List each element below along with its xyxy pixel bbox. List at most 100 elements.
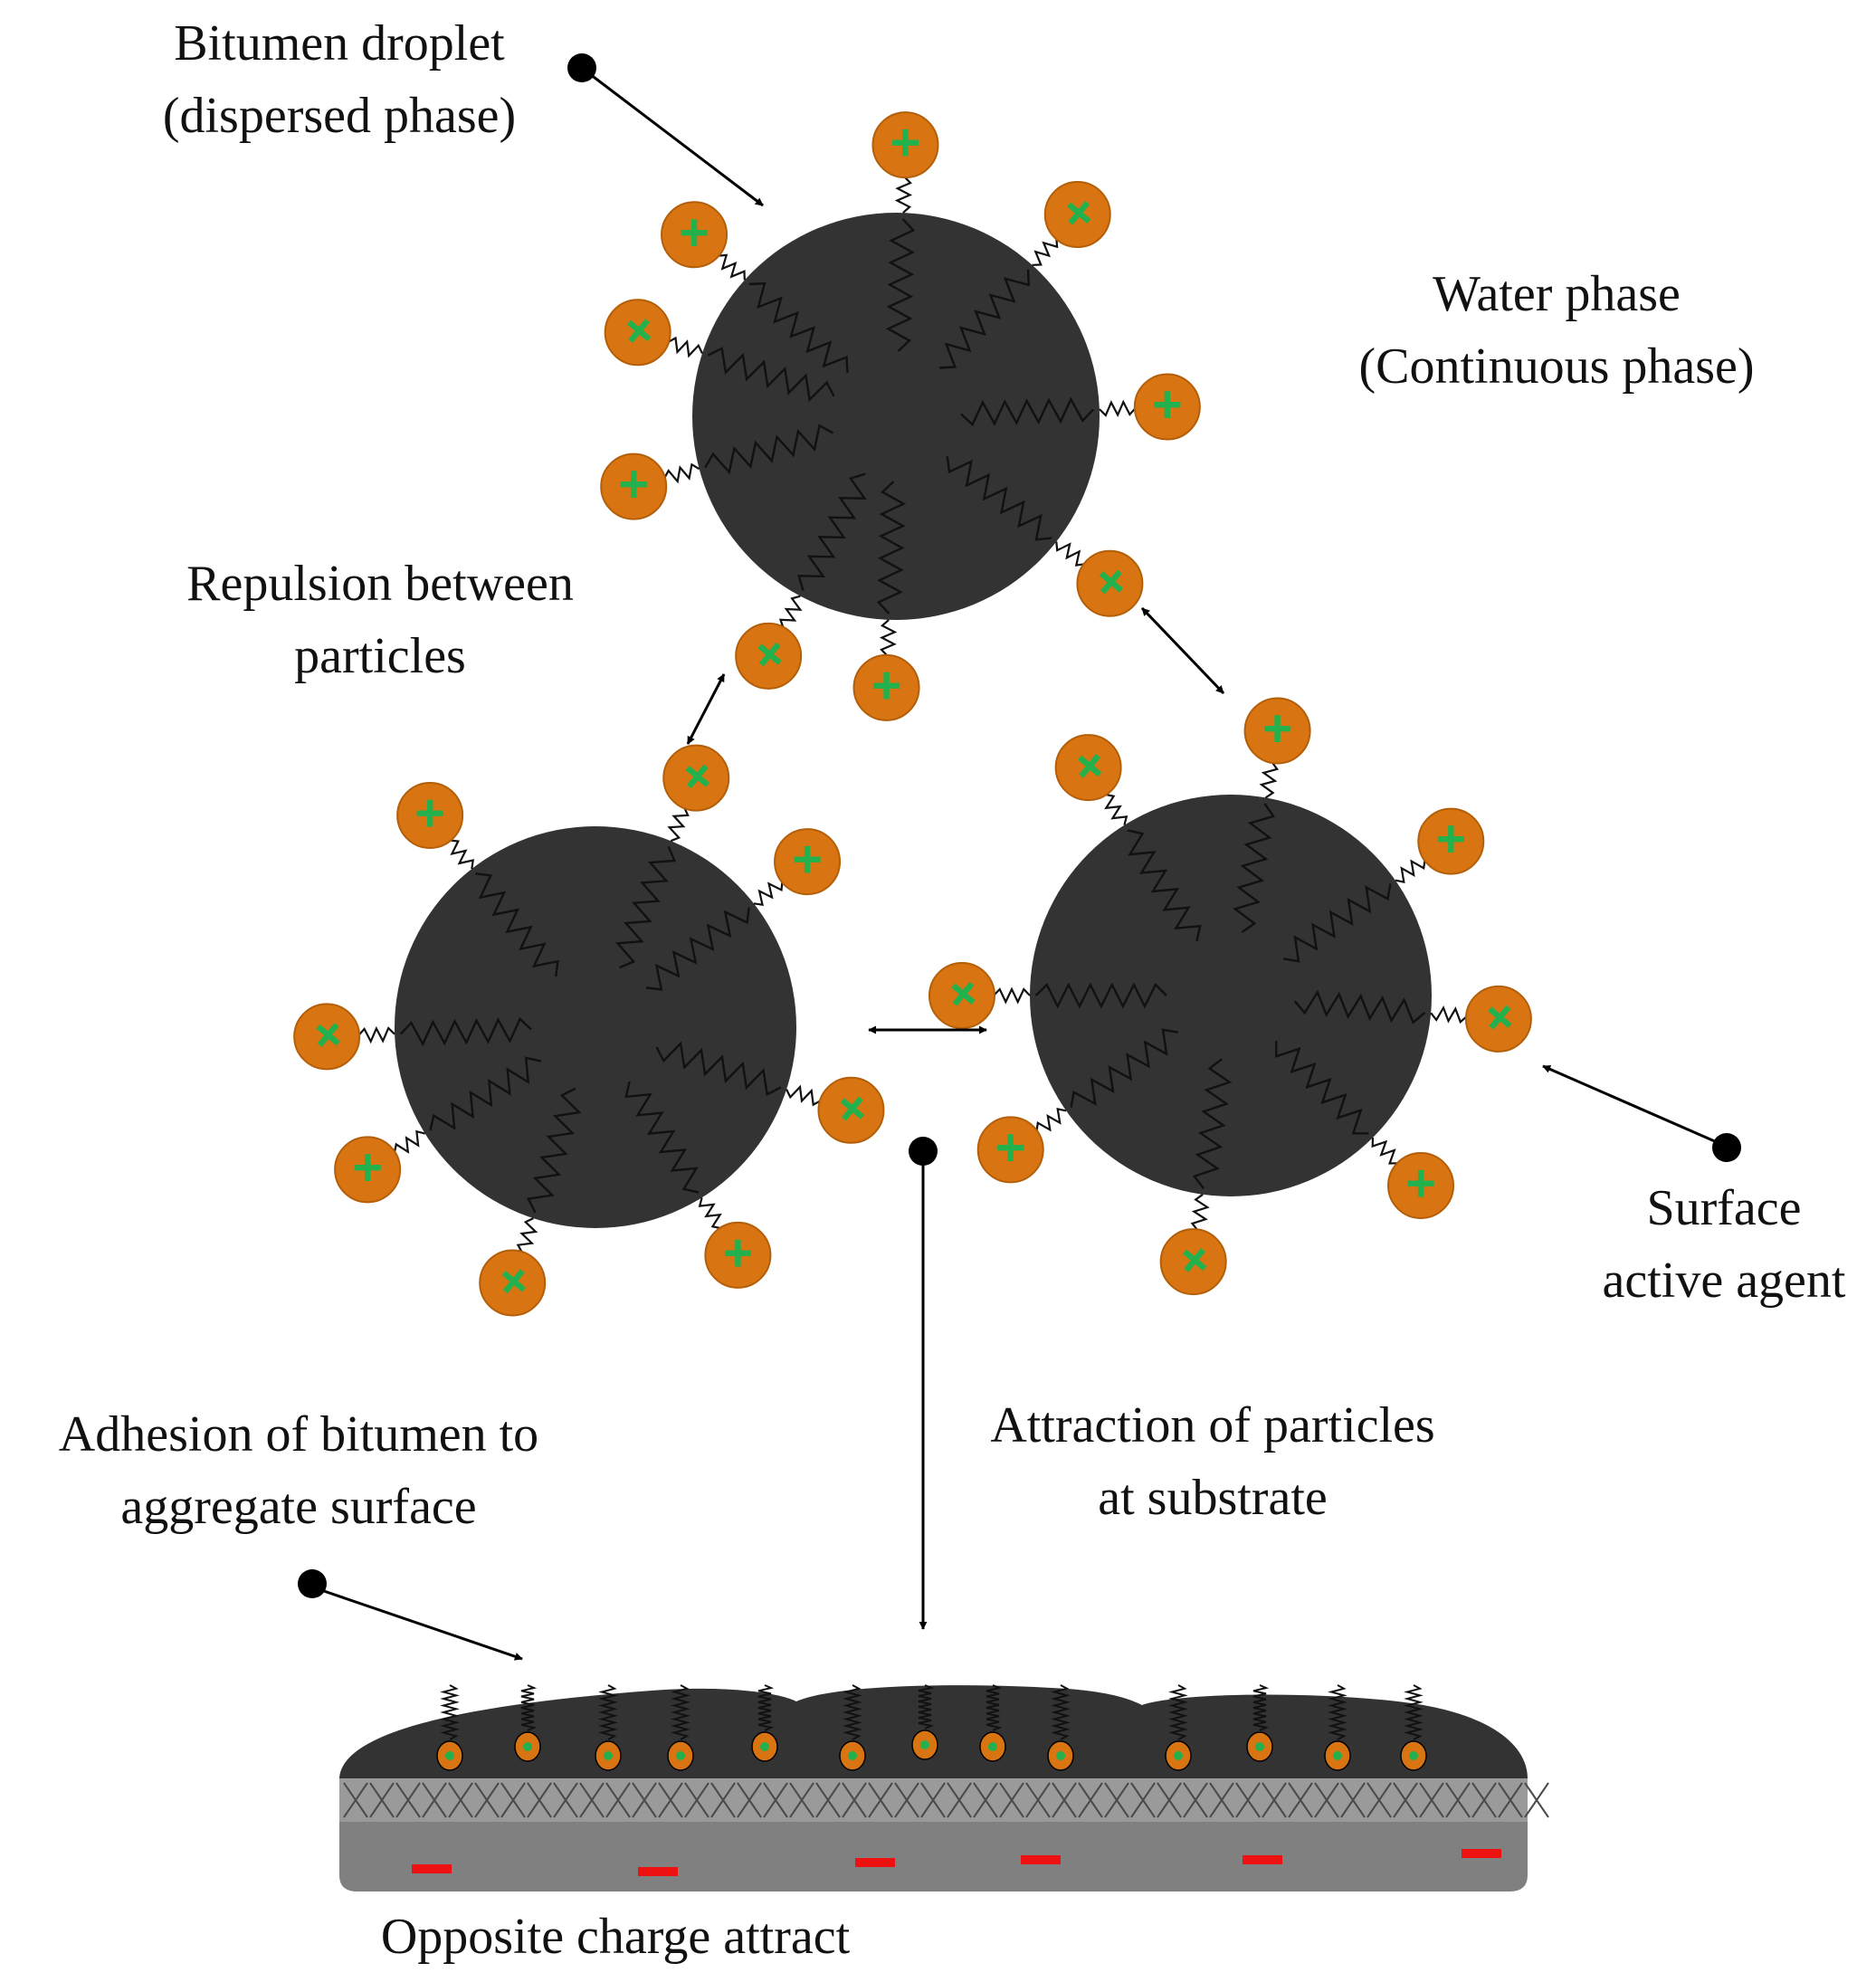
positive-charge-sign: + bbox=[792, 830, 823, 889]
surfactant-tail bbox=[624, 1081, 700, 1194]
surfactant-tail bbox=[786, 1084, 822, 1107]
surfactant-tail bbox=[1070, 1028, 1179, 1108]
surfactant-head bbox=[1243, 697, 1311, 765]
surfactant-head bbox=[1387, 1152, 1455, 1220]
aggregate-substrate bbox=[339, 1684, 1549, 1891]
surfactant-tail bbox=[667, 806, 690, 843]
surfactant-head bbox=[1043, 181, 1111, 249]
surfactant-head bbox=[704, 1221, 772, 1289]
interface-cross bbox=[1183, 1782, 1208, 1818]
surfactant-tail bbox=[748, 281, 849, 373]
surfactant-head bbox=[852, 653, 920, 721]
pointer-arrow-surface-agent bbox=[1542, 1064, 1718, 1144]
surfactant-tail bbox=[960, 396, 1094, 427]
surfactant-tail bbox=[1127, 829, 1202, 942]
surfactant-head bbox=[1133, 373, 1201, 441]
interface-cross bbox=[920, 1782, 946, 1818]
surfactant-tail bbox=[1328, 1684, 1347, 1740]
interface-cross bbox=[763, 1782, 788, 1818]
surfactant-head bbox=[334, 1136, 402, 1204]
surfactant-tail bbox=[843, 1684, 862, 1740]
interface-cross bbox=[789, 1782, 814, 1818]
surfactant-tail bbox=[1252, 1684, 1270, 1731]
negative-charge-sign bbox=[1021, 1855, 1061, 1864]
surfactant-tail bbox=[615, 845, 677, 969]
interface-cross bbox=[1157, 1782, 1182, 1818]
surfactant-tail bbox=[946, 456, 1052, 541]
arrows-layer bbox=[298, 53, 1741, 1661]
interface-cross bbox=[1025, 1782, 1051, 1818]
pointer-dot-attraction bbox=[909, 1137, 938, 1166]
surfactant-tail bbox=[1293, 989, 1426, 1024]
interface-cross bbox=[1340, 1782, 1366, 1818]
surfactant-tail bbox=[698, 1197, 722, 1230]
interface-cross bbox=[527, 1782, 552, 1818]
surfactant-tail bbox=[879, 619, 898, 657]
droplet-top: +++++++++ bbox=[600, 111, 1201, 721]
interface-cross bbox=[1288, 1782, 1313, 1818]
interface-cross bbox=[868, 1782, 893, 1818]
surfactant-tail bbox=[516, 1217, 538, 1253]
surfactant-tail bbox=[757, 1684, 775, 1731]
surfactant-tail bbox=[797, 472, 867, 592]
surfactant-tail bbox=[1282, 883, 1392, 963]
label-bitumen-droplet: Bitumen droplet (dispersed phase) bbox=[162, 15, 517, 144]
interface-cross bbox=[395, 1782, 421, 1818]
positive-charge-sign: + bbox=[1405, 1154, 1436, 1213]
interface-cross bbox=[999, 1782, 1024, 1818]
surfactant-tail bbox=[399, 1016, 532, 1047]
interface-cross bbox=[1393, 1782, 1418, 1818]
bitumen-film bbox=[339, 1685, 1528, 1778]
interface-cross bbox=[947, 1782, 972, 1818]
surfactant-tail bbox=[449, 839, 475, 870]
interface-cross bbox=[1209, 1782, 1234, 1818]
surfactant-tail bbox=[475, 872, 559, 977]
surfactant-tail bbox=[939, 269, 1031, 369]
surfactant-tail bbox=[718, 253, 746, 281]
surfactant-head bbox=[479, 1249, 547, 1317]
repulsion-arrow-left bbox=[686, 673, 726, 745]
surfactant-tail bbox=[598, 1684, 618, 1740]
interface-cross bbox=[1078, 1782, 1103, 1818]
positive-charge-sign: + bbox=[679, 203, 709, 262]
negative-charge-sign bbox=[638, 1867, 678, 1876]
positive-charge-dot bbox=[1174, 1751, 1183, 1760]
surfactant-tail bbox=[526, 1087, 582, 1214]
interface-cross bbox=[1314, 1782, 1339, 1818]
surfactant-tail bbox=[663, 462, 700, 484]
interface-cross bbox=[500, 1782, 526, 1818]
surfactant-head bbox=[976, 1116, 1044, 1184]
negative-charge-sign bbox=[855, 1858, 895, 1867]
negative-charge-sign bbox=[1243, 1855, 1282, 1864]
interface-cross bbox=[1262, 1782, 1287, 1818]
interface-cross bbox=[658, 1782, 683, 1818]
interface-cross bbox=[579, 1782, 605, 1818]
surfactant-head bbox=[293, 1003, 361, 1071]
surfactant-tail bbox=[1051, 1684, 1071, 1740]
label-surface-active-agent: Surface active agent bbox=[1602, 1180, 1846, 1309]
surfactant-head bbox=[735, 622, 803, 690]
surfactant-tail bbox=[1275, 1041, 1369, 1135]
surfactant-tail bbox=[1035, 1108, 1067, 1132]
positive-charge-dot bbox=[1056, 1751, 1065, 1760]
surfactant-head bbox=[871, 111, 939, 179]
positive-charge-dot bbox=[760, 1742, 769, 1751]
interface-cross bbox=[1419, 1782, 1444, 1818]
surfactant-tail bbox=[1032, 238, 1059, 266]
surfactant-head bbox=[604, 299, 671, 367]
surfactant-tail bbox=[393, 1129, 425, 1154]
interface-cross bbox=[1498, 1782, 1523, 1818]
surfactant-tail bbox=[707, 347, 835, 403]
interface-cross bbox=[684, 1782, 709, 1818]
surfactant-head bbox=[1054, 734, 1122, 802]
surfactant-head bbox=[662, 744, 730, 812]
surfactant-tail bbox=[986, 1684, 1003, 1731]
interface-cross bbox=[422, 1782, 447, 1818]
surfactant-tail bbox=[704, 424, 834, 475]
surfactant-tail bbox=[655, 1041, 782, 1097]
surfactant-tail bbox=[1034, 982, 1167, 1009]
interface-cross bbox=[1524, 1782, 1549, 1818]
surfactant-tail bbox=[1192, 1058, 1233, 1189]
interface-cross bbox=[894, 1782, 919, 1818]
